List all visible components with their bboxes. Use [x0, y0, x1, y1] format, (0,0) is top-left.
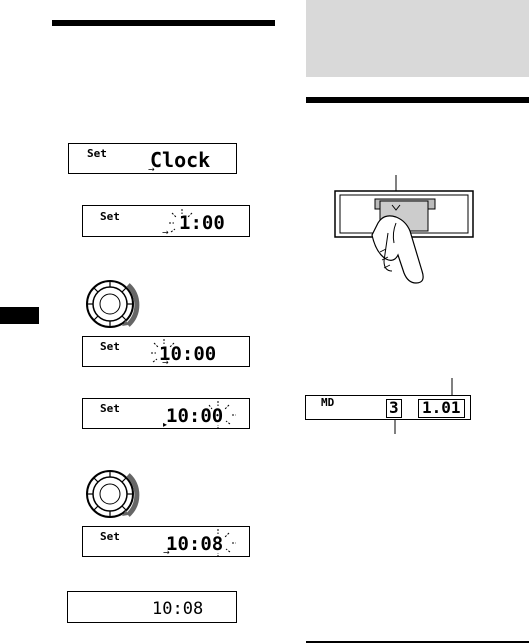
md-insert-illustration	[334, 175, 474, 284]
display-time: 10:08	[152, 599, 204, 619]
side-tab	[0, 307, 39, 324]
elapsed-time-box	[418, 399, 465, 418]
footer-rule	[306, 641, 529, 643]
cursor-arrow-icon: →	[148, 165, 155, 174]
blink-rays-icon	[208, 401, 236, 429]
display-minute-select: Set 10:00 ▸	[82, 398, 250, 429]
display-time: 10:08	[166, 533, 224, 555]
display-text: Clock	[150, 148, 211, 172]
display-time: 10:00	[166, 405, 224, 427]
right-section-rule	[306, 97, 529, 103]
cursor-arrow-icon: →	[163, 548, 170, 557]
left-header-rule	[52, 20, 275, 26]
elapsed-time: 1.01	[422, 398, 461, 417]
track-number: 3	[389, 398, 399, 417]
display-md: MD 3 1.01	[305, 395, 471, 420]
blink-rays-icon	[169, 209, 193, 233]
display-clock-final: 10:08	[67, 591, 237, 623]
display-hour-set: Set 10:00 →	[82, 336, 250, 367]
cursor-arrow-icon: →	[162, 228, 169, 237]
display-minute-set: Set 10:08 →	[82, 526, 250, 557]
blink-rays-icon	[217, 529, 236, 557]
display-set-clock: Set Clock →	[68, 143, 237, 174]
display-time: 10:00	[159, 343, 217, 365]
track-number-box	[386, 399, 402, 418]
rotary-dial-icon	[86, 280, 140, 328]
blink-rays-icon	[151, 339, 175, 363]
display-set-hour: Set 1:00 →	[82, 205, 250, 237]
display-label: Set	[100, 530, 120, 543]
display-label: MD	[321, 396, 335, 409]
cursor-arrow-icon: ▸	[163, 420, 168, 429]
display-label: Set	[100, 210, 120, 223]
display-label: Set	[87, 147, 107, 160]
right-header-panel	[306, 0, 529, 77]
cursor-arrow-icon: →	[162, 358, 169, 367]
display-label: Set	[100, 340, 120, 353]
display-time: 1:00	[179, 212, 225, 234]
display-label: Set	[100, 402, 120, 415]
rotary-dial-icon	[86, 470, 140, 518]
